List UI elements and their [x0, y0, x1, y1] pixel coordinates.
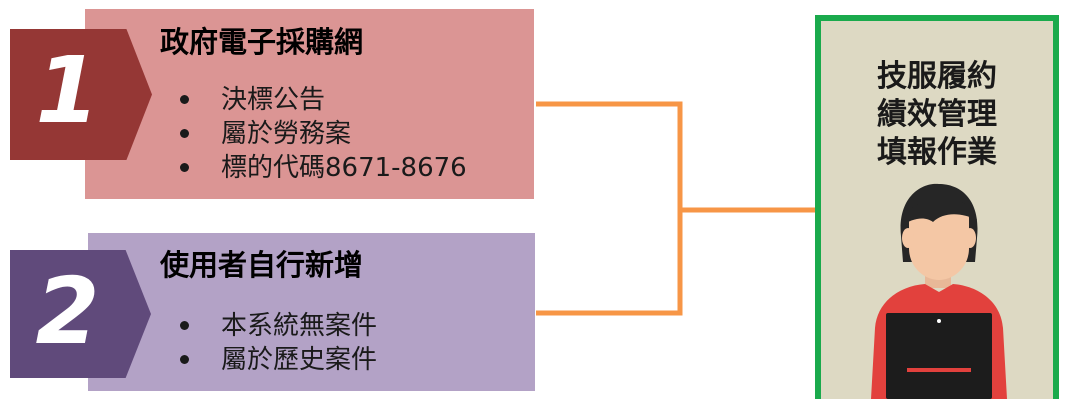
bullet-text: 標的代碼8671-8676 — [221, 153, 467, 183]
source-bullets-2: 本系統無案件 屬於歷史案件 — [168, 309, 377, 377]
target-title-line: 績效管理 — [877, 97, 997, 132]
bullet-item: 本系統無案件 — [168, 309, 377, 343]
step-number-1: 1 — [35, 37, 100, 144]
target-title-line: 填報作業 — [877, 135, 997, 170]
source-card-1 — [85, 9, 534, 199]
laptop-screen — [886, 313, 992, 399]
bullet-dot-icon — [180, 355, 189, 364]
bangs-shape — [901, 198, 977, 226]
bullet-item: 決標公告 — [168, 83, 467, 117]
laptop-camera — [937, 319, 941, 323]
source-bullets-1: 決標公告 屬於勞務案 標的代碼8671-8676 — [168, 83, 467, 185]
bullet-item: 屬於勞務案 — [168, 117, 467, 151]
connector-from-source-1 — [536, 101, 683, 210]
face-shape — [909, 209, 969, 280]
step-marker-2 — [10, 250, 151, 378]
ear-left — [902, 228, 914, 248]
source-title-1: 政府電子採購網 — [160, 25, 364, 59]
bullet-item: 屬於歷史案件 — [168, 343, 377, 377]
bullet-dot-icon — [180, 321, 189, 330]
bullet-dot-icon — [180, 163, 189, 172]
target-title-line: 技服履約 — [877, 59, 997, 94]
bullet-item: 標的代碼8671-8676 — [168, 151, 467, 185]
step-number-2: 2 — [35, 258, 100, 365]
source-title-2: 使用者自行新增 — [160, 248, 364, 282]
bullet-text: 本系統無案件 — [221, 311, 378, 341]
target-title: 技服履約 績效管理 填報作業 — [821, 58, 1053, 172]
step-marker-1 — [10, 29, 152, 160]
source-card-2 — [88, 233, 535, 391]
bullet-text: 屬於勞務案 — [221, 119, 352, 149]
connector-from-source-2 — [536, 210, 683, 316]
bullet-dot-icon — [180, 129, 189, 138]
ear-right — [964, 228, 976, 248]
laptop-base — [907, 368, 971, 372]
bullet-text: 屬於歷史案件 — [221, 345, 378, 375]
bullet-text: 決標公告 — [221, 85, 326, 115]
person-at-laptop-icon — [871, 183, 1007, 399]
bullet-dot-icon — [180, 95, 189, 104]
